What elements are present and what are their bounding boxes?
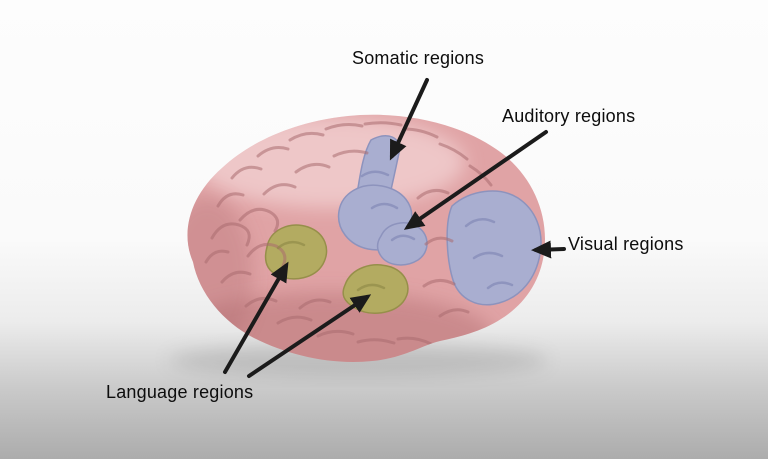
language-regions-label: Language regions	[106, 382, 254, 402]
brain-left-shade	[187, 197, 253, 353]
visual-region	[446, 190, 542, 306]
language-arrow-frontal	[223, 261, 289, 374]
annotation-arrows	[223, 78, 566, 378]
auditory-region	[376, 222, 428, 266]
visual-regions-label: Visual regions	[568, 234, 684, 254]
somatic-arrow	[389, 78, 429, 161]
somatic-regions-label: Somatic regions	[352, 48, 485, 68]
language-arrow-temporal	[247, 294, 372, 378]
sulci-olive-regions	[276, 240, 386, 292]
auditory-arrow	[403, 130, 548, 230]
auditory-regions-label: Auditory regions	[502, 106, 636, 126]
language-region-frontal	[264, 224, 328, 280]
visual-arrow	[531, 240, 566, 259]
sulci-texture	[204, 121, 493, 346]
sulci-blue-regions	[360, 170, 514, 290]
